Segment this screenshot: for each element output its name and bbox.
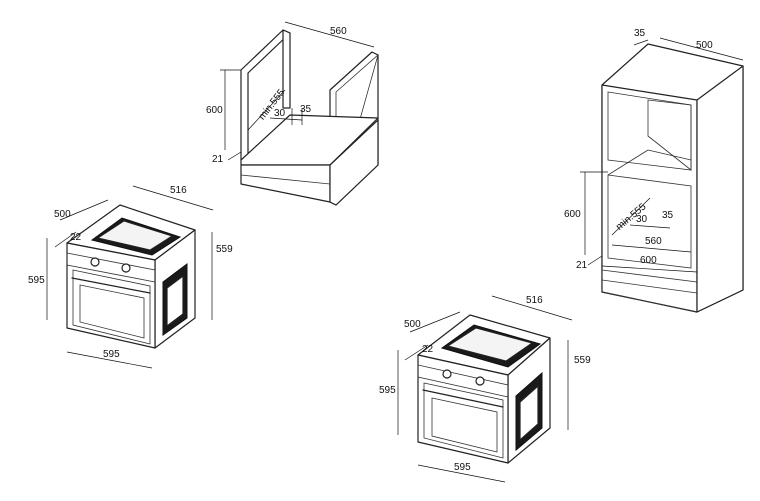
cab-right-gap-a: 30 bbox=[636, 214, 648, 225]
cab-left-width: 560 bbox=[330, 26, 347, 37]
cab-left-base: 21 bbox=[212, 154, 224, 165]
oven-left-front-offset: 22 bbox=[70, 232, 82, 243]
cab-right-outer-width: 600 bbox=[640, 255, 657, 266]
oven-left bbox=[46, 185, 214, 369]
oven-left-width-top: 516 bbox=[170, 185, 187, 196]
oven-right-height-side: 559 bbox=[574, 355, 591, 366]
oven-left-depth: 500 bbox=[54, 209, 71, 220]
oven-handle bbox=[422, 389, 504, 408]
oven-right-height-front: 595 bbox=[379, 385, 396, 396]
cab-right-top-depth: 500 bbox=[696, 40, 713, 51]
oven-right-width-top: 516 bbox=[526, 295, 543, 306]
oven-left-height-side: 559 bbox=[216, 244, 233, 255]
oven-right-width-front: 595 bbox=[454, 462, 471, 473]
cab-right-base: 21 bbox=[576, 260, 588, 271]
cab-right-top-offset: 35 bbox=[634, 28, 646, 39]
cab-right-gap-b: 35 bbox=[662, 210, 674, 221]
cab-right-inner-width: 560 bbox=[645, 236, 662, 247]
oven-right-front-offset: 22 bbox=[422, 344, 434, 355]
cabinet-right bbox=[580, 37, 744, 313]
oven-right-depth: 500 bbox=[404, 319, 421, 330]
knob-right-icon bbox=[121, 263, 131, 273]
cab-right-height: 600 bbox=[564, 209, 581, 220]
oven-left-height-front: 595 bbox=[28, 275, 45, 286]
knob-left-icon bbox=[90, 257, 100, 267]
knob-right-icon bbox=[475, 376, 485, 386]
cabinet-left bbox=[220, 21, 379, 206]
cab-left-height: 600 bbox=[206, 105, 223, 116]
cab-left-gap-b: 35 bbox=[300, 104, 312, 115]
oven-right bbox=[397, 295, 573, 483]
cab-left-gap-a: 30 bbox=[274, 108, 286, 119]
oven-handle bbox=[71, 277, 151, 294]
knob-left-icon bbox=[442, 369, 452, 379]
oven-left-width-front: 595 bbox=[103, 349, 120, 360]
